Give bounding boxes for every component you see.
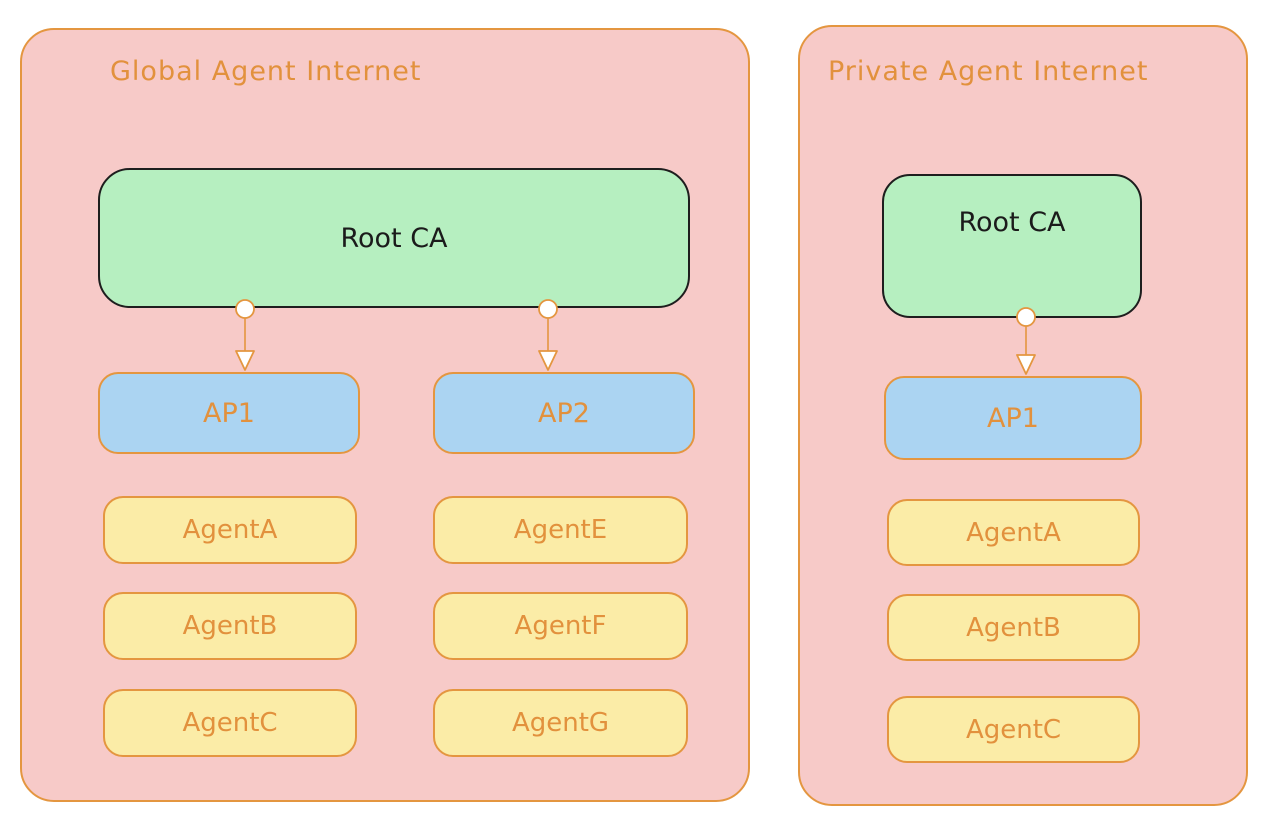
agent-g-label-global: AgentG <box>511 708 610 738</box>
agent-e-label-global: AgentE <box>513 515 608 545</box>
agent-b-label-global: AgentB <box>182 611 278 641</box>
ap1-label-global: AP1 <box>203 397 255 429</box>
agent-c-label-global: AgentC <box>182 708 278 738</box>
root-ca-label-private: Root CA <box>958 206 1066 238</box>
root-ca-node-global: Root CA <box>98 168 690 308</box>
private-agent-internet-title: Private Agent Internet <box>828 56 1149 87</box>
agent-c-node-global: AgentC <box>103 689 357 757</box>
agent-b-node-private: AgentB <box>887 594 1140 661</box>
global-agent-internet-title: Global Agent Internet <box>110 56 422 87</box>
agent-a-node-global: AgentA <box>103 496 357 564</box>
agent-g-node-global: AgentG <box>433 689 688 757</box>
agent-e-node-global: AgentE <box>433 496 688 564</box>
agent-a-label-global: AgentA <box>182 515 278 545</box>
agent-c-node-private: AgentC <box>887 696 1140 763</box>
root-ca-node-private: Root CA <box>882 174 1142 318</box>
ap2-label-global: AP2 <box>538 397 590 429</box>
ap2-node-global: AP2 <box>433 372 695 454</box>
root-ca-label-global: Root CA <box>340 222 448 254</box>
agent-a-node-private: AgentA <box>887 499 1140 566</box>
agent-b-label-private: AgentB <box>966 612 1061 643</box>
ap1-node-private: AP1 <box>884 376 1142 460</box>
agent-f-node-global: AgentF <box>433 592 688 660</box>
agent-c-label-private: AgentC <box>965 714 1062 745</box>
ap1-node-global: AP1 <box>98 372 360 454</box>
agent-b-node-global: AgentB <box>103 592 357 660</box>
ap1-label-private: AP1 <box>987 402 1039 434</box>
agent-f-label-global: AgentF <box>514 611 607 641</box>
agent-a-label-private: AgentA <box>966 517 1061 548</box>
